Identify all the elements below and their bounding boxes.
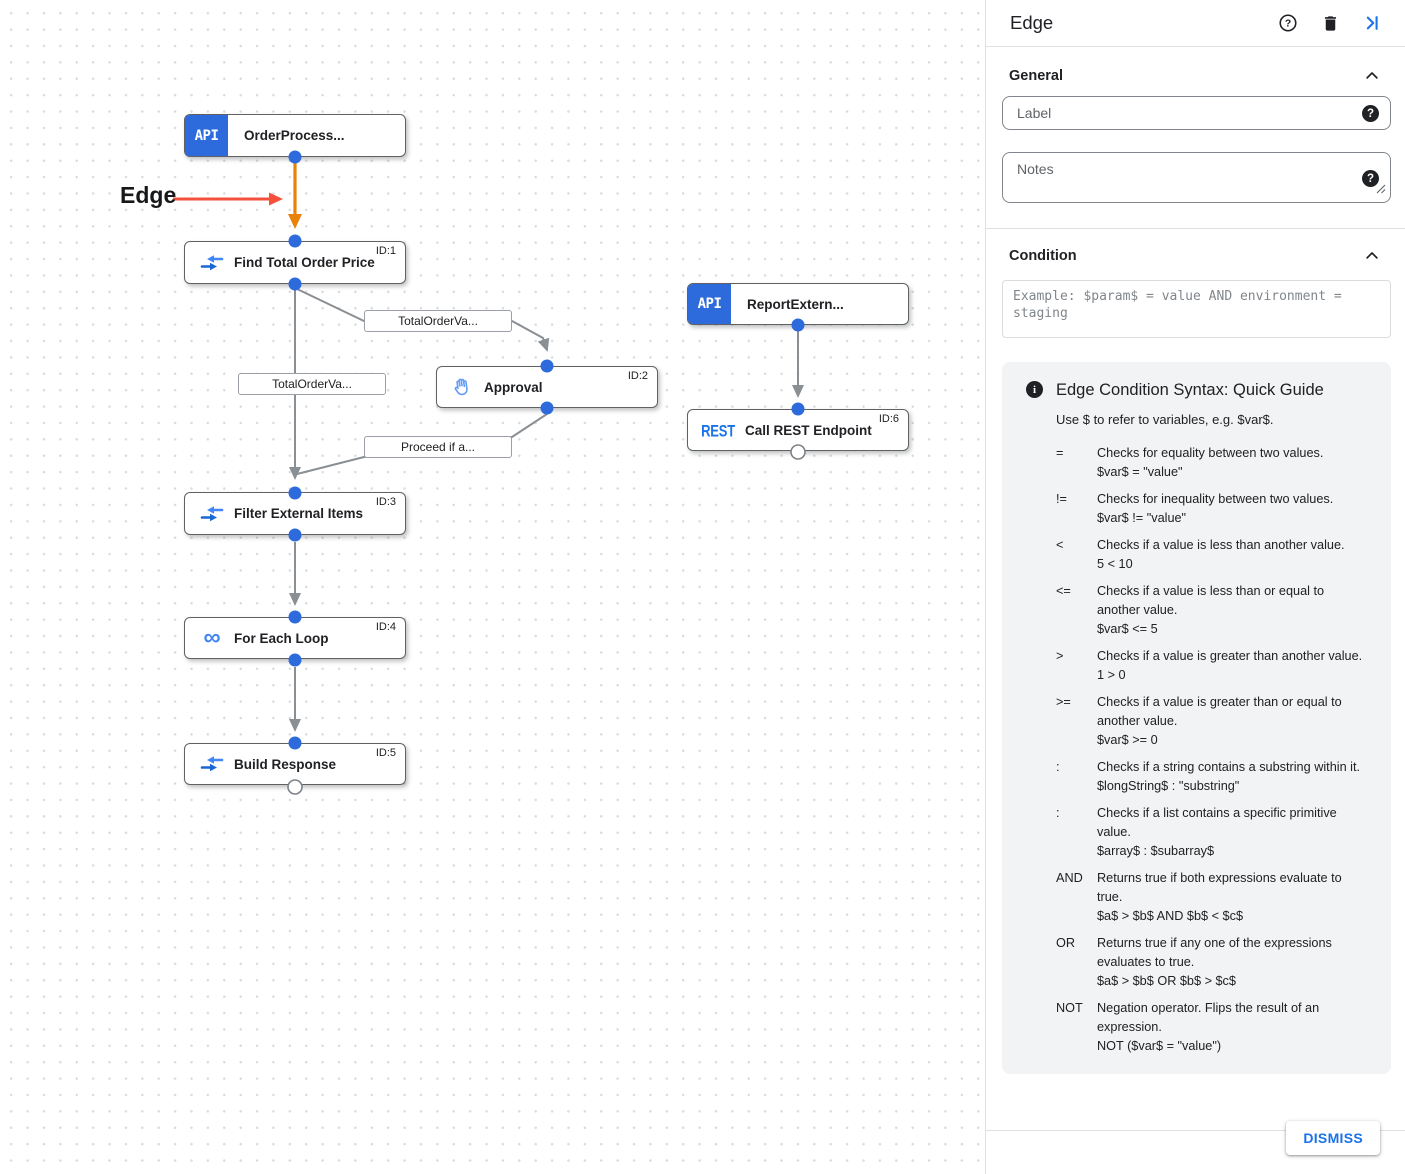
- node-id-badge: ID:1: [375, 245, 396, 257]
- label-field-container: ?: [1002, 96, 1391, 130]
- dismiss-button[interactable]: DISMISS: [1286, 1121, 1380, 1155]
- port-filter-out[interactable]: [288, 528, 302, 542]
- guide-item: != Checks for inequality between two val…: [1056, 492, 1334, 525]
- node-title: Call REST Endpoint: [745, 422, 872, 438]
- resize-handle-icon[interactable]: [1376, 181, 1386, 199]
- port-foreach-in[interactable]: [288, 610, 302, 624]
- panel-footer: DISMISS: [986, 1121, 1405, 1174]
- chevron-up-icon[interactable]: [1361, 245, 1383, 267]
- guide-item: < Checks if a value is less than another…: [1056, 538, 1345, 571]
- node-title: Filter External Items: [234, 506, 364, 521]
- port-callrest-open[interactable]: [790, 444, 806, 460]
- guide-item: <= Checks if a value is less than or equ…: [1056, 584, 1325, 636]
- help-icon[interactable]: ?: [1277, 12, 1299, 34]
- guide-title: Edge Condition Syntax: Quick Guide: [1056, 381, 1324, 399]
- loop-icon: ∞: [203, 624, 221, 651]
- port-reportextern-out[interactable]: [791, 318, 805, 332]
- edge-label-totalorder-filter[interactable]: TotalOrderVa...: [238, 373, 386, 395]
- port-approval-out[interactable]: [540, 401, 554, 415]
- panel-header: Edge ?: [986, 0, 1405, 47]
- collapse-panel-icon[interactable]: [1361, 12, 1383, 34]
- edge-findtotal-to-approval[interactable]: [294, 287, 550, 352]
- edge-properties-panel: Edge ? General: [985, 0, 1405, 1174]
- node-title: For Each Loop: [234, 630, 329, 646]
- notes-help-icon[interactable]: ?: [1362, 170, 1379, 187]
- guide-item: AND Returns true if both expressions eva…: [1056, 871, 1342, 923]
- guide-intro: Use $ to refer to variables, e.g. $var$.: [1056, 412, 1274, 427]
- node-title: Approval: [484, 379, 543, 395]
- port-build-in[interactable]: [288, 736, 302, 750]
- edges-layer: [173, 150, 806, 795]
- rest-icon: REST: [701, 420, 735, 440]
- data-mapping-icon: [199, 755, 225, 773]
- guide-item: : Checks if a string contains a substrin…: [1056, 760, 1361, 793]
- node-id-badge: ID:6: [878, 413, 899, 425]
- chevron-up-icon[interactable]: [1361, 65, 1383, 87]
- condition-section-header[interactable]: Condition: [986, 244, 1405, 268]
- delete-icon[interactable]: [1319, 12, 1341, 34]
- general-section-title: General: [1009, 68, 1063, 84]
- condition-input-container: [1002, 280, 1391, 338]
- node-id-badge: ID:4: [375, 621, 396, 633]
- node-ports[interactable]: [287, 150, 806, 795]
- guide-operator-list: = Checks for equality between two values…: [1056, 444, 1367, 1056]
- guide-item: > Checks if a value is greater than anot…: [1056, 649, 1363, 682]
- panel-title: Edge: [1010, 12, 1054, 33]
- edge-label-proceed-if[interactable]: Proceed if a...: [364, 436, 512, 458]
- condition-input[interactable]: [1003, 281, 1390, 337]
- node-call-rest-endpoint[interactable]: REST Call REST Endpoint ID:6: [687, 409, 909, 451]
- guide-item: OR Returns true if any one of the expres…: [1056, 936, 1332, 988]
- port-findtotal-out[interactable]: [288, 277, 302, 291]
- node-id-badge: ID:3: [375, 496, 396, 508]
- condition-section-title: Condition: [1009, 248, 1077, 264]
- section-divider: [986, 228, 1405, 229]
- port-callrest-in[interactable]: [791, 402, 805, 416]
- api-trigger-icon: API: [185, 115, 228, 156]
- node-id-badge: ID:5: [375, 747, 396, 759]
- guide-item: >= Checks if a value is greater than or …: [1056, 695, 1342, 747]
- svg-text:?: ?: [1285, 19, 1291, 30]
- node-title: OrderProcess...: [244, 128, 345, 143]
- port-orderprocess-out[interactable]: [288, 150, 302, 164]
- approval-hand-icon: [449, 376, 475, 399]
- api-trigger-icon: API: [688, 284, 731, 324]
- notes-field-container: ?: [1002, 152, 1391, 203]
- edge-label-totalorder-approval[interactable]: TotalOrderVa...: [364, 310, 512, 332]
- info-icon: i: [1026, 381, 1043, 398]
- port-filter-in[interactable]: [288, 486, 302, 500]
- node-id-badge: ID:2: [627, 370, 648, 382]
- node-report-extern-trigger[interactable]: API ReportExtern...: [687, 283, 909, 325]
- guide-item: NOT Negation operator. Flips the result …: [1056, 1001, 1320, 1053]
- node-title: Find Total Order Price: [234, 255, 375, 270]
- port-foreach-out[interactable]: [288, 653, 302, 667]
- data-mapping-icon: [199, 505, 225, 523]
- general-section-header[interactable]: General: [986, 64, 1405, 88]
- guide-item: : Checks if a list contains a specific p…: [1056, 806, 1337, 858]
- port-build-open[interactable]: [287, 779, 303, 795]
- label-help-icon[interactable]: ?: [1362, 105, 1379, 122]
- node-for-each-loop[interactable]: ∞ For Each Loop ID:4: [184, 617, 406, 659]
- label-input[interactable]: [1003, 97, 1390, 129]
- workflow-canvas[interactable]: Edge API OrderProcess... Find Total Orde…: [0, 0, 985, 1174]
- port-approval-in[interactable]: [540, 359, 554, 373]
- edge-annotation-label: Edge: [120, 182, 177, 208]
- data-mapping-icon: [199, 254, 225, 272]
- node-title: Build Response: [234, 756, 337, 772]
- guide-item: = Checks for equality between two values…: [1056, 446, 1324, 479]
- condition-syntax-guide: i Edge Condition Syntax: Quick Guide Use…: [1002, 362, 1391, 1074]
- node-title: ReportExtern...: [747, 296, 844, 312]
- node-order-process-trigger[interactable]: API OrderProcess...: [184, 114, 406, 157]
- notes-input[interactable]: [1003, 153, 1390, 202]
- port-findtotal-in[interactable]: [288, 234, 302, 248]
